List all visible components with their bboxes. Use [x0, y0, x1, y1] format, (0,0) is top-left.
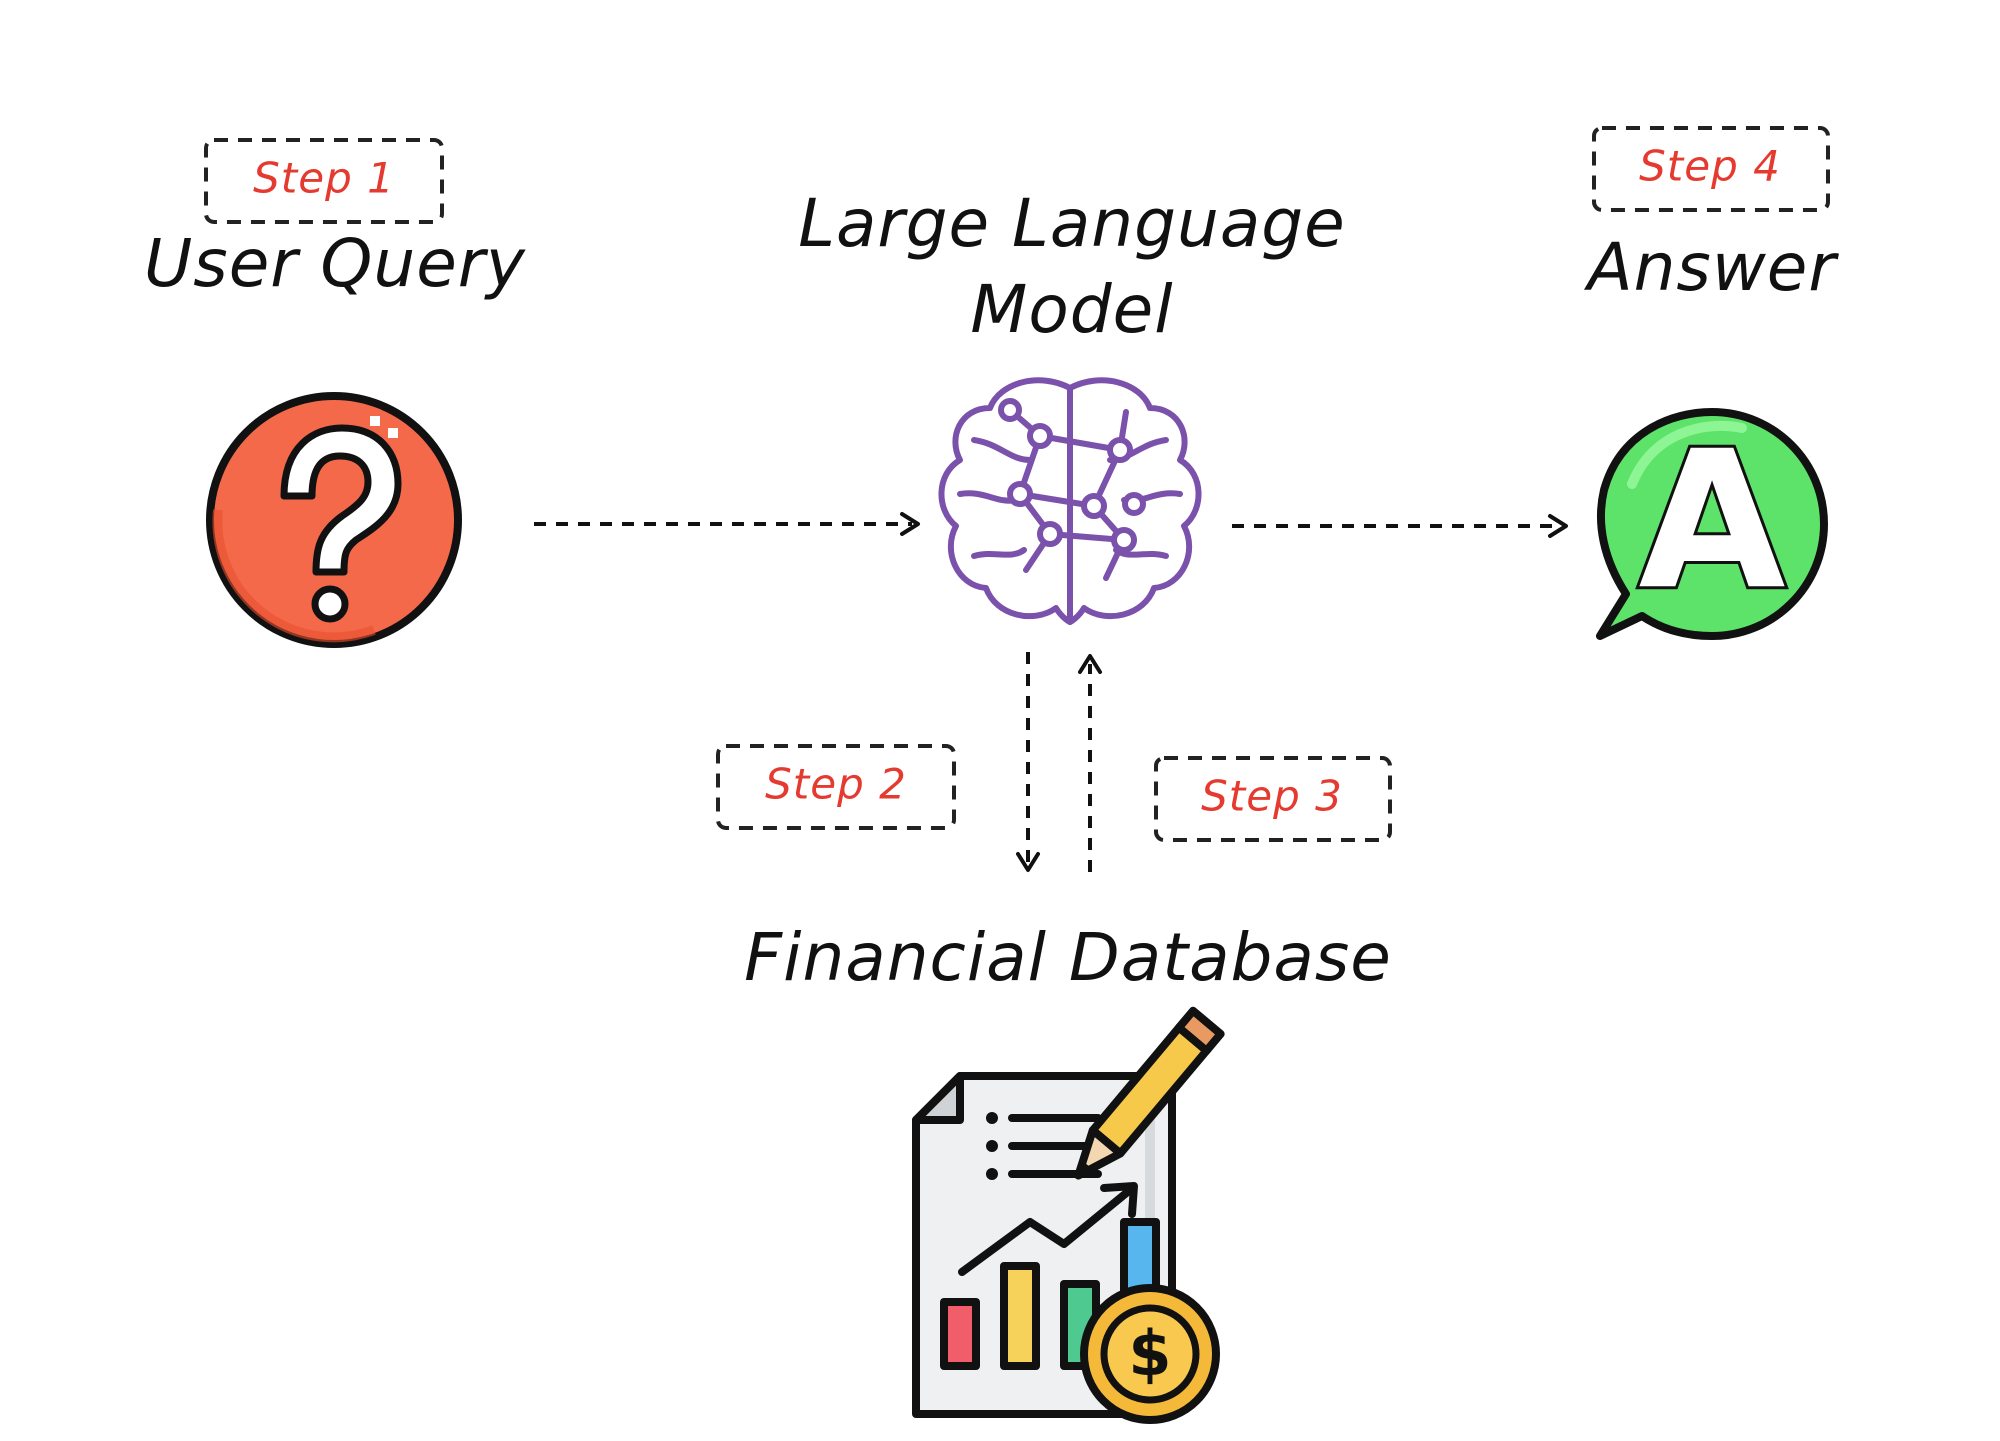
step-1-label: Step 1 — [253, 154, 395, 203]
arrow-llm-to-database — [1016, 652, 1040, 872]
step-2-label: Step 2 — [765, 760, 907, 809]
database-title: Financial Database — [744, 919, 1392, 996]
answer-title: Answer — [1583, 229, 1839, 306]
step-4-badge: Step 4 — [1592, 126, 1830, 212]
arrow-database-to-llm — [1078, 654, 1102, 872]
question-mark-icon — [206, 392, 462, 648]
step-3-badge: Step 3 — [1154, 756, 1392, 842]
arrow-llm-to-answer — [1232, 514, 1568, 538]
svg-text:$: $ — [1128, 1317, 1171, 1390]
financial-report-icon: $ — [912, 1006, 1225, 1424]
step-1-badge: Step 1 — [204, 138, 444, 224]
llm-title-line2: Model — [970, 271, 1173, 348]
arrow-query-to-llm — [534, 512, 920, 536]
step-3-label: Step 3 — [1201, 772, 1343, 821]
llm-title-line1: Large Language — [798, 185, 1346, 262]
answer-glyph: A — [1638, 410, 1785, 631]
answer-bubble-icon: A — [1596, 407, 1828, 640]
step-2-badge: Step 2 — [716, 744, 956, 830]
user-query-title: User Query — [144, 225, 526, 302]
step-4-label: Step 4 — [1639, 142, 1781, 191]
brain-network-icon — [938, 377, 1202, 625]
